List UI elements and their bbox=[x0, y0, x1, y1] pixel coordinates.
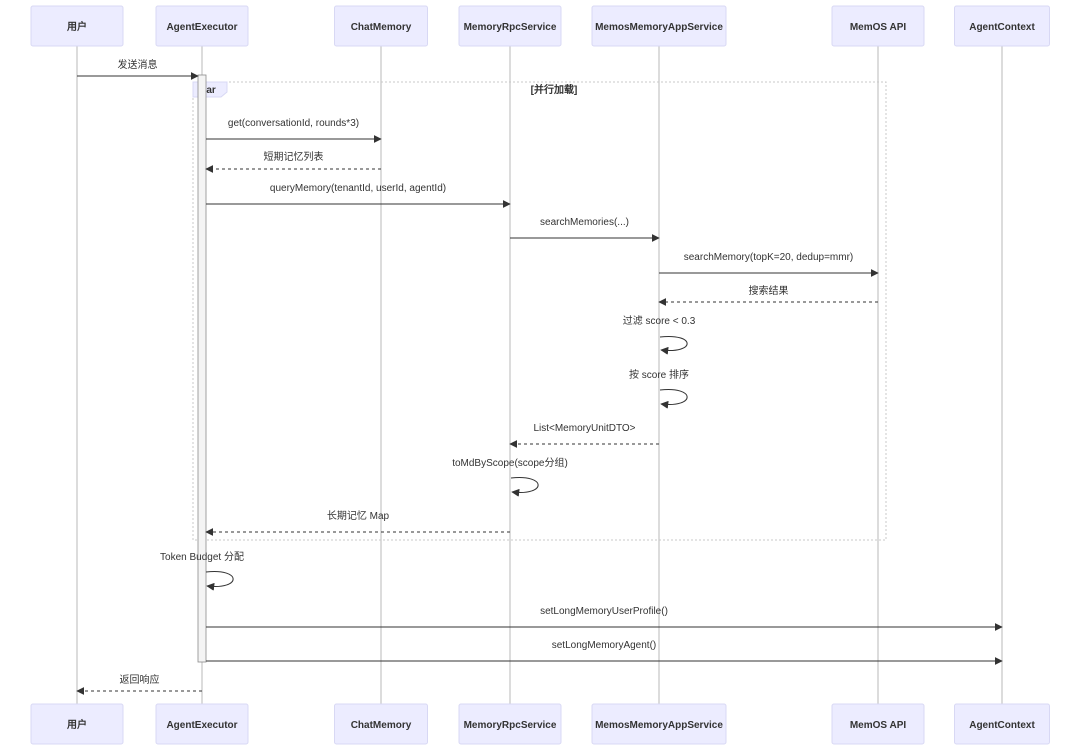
self-message-arrow bbox=[205, 571, 234, 591]
participant-label: ChatMemory bbox=[351, 720, 412, 731]
message: 短期记忆列表 bbox=[205, 150, 381, 173]
message: 返回响应 bbox=[76, 673, 202, 695]
participant-box bbox=[954, 703, 1050, 745]
participant-label: MemOS API bbox=[850, 22, 907, 33]
participant-label: AgentContext bbox=[969, 22, 1035, 33]
message: 发送消息 bbox=[77, 58, 199, 80]
participant-box-bottom: MemoryRpcService bbox=[458, 703, 562, 745]
participant-box bbox=[155, 703, 249, 745]
participant-box bbox=[591, 5, 727, 47]
par-keyword: par bbox=[200, 85, 216, 96]
participant-label: 用户 bbox=[66, 718, 87, 731]
participant-box bbox=[30, 5, 124, 47]
participant-box-bottom: MemOS API bbox=[831, 703, 925, 745]
message: setLongMemoryUserProfile() bbox=[206, 606, 1003, 631]
message-label: searchMemory(topK=20, dedup=mmr) bbox=[684, 252, 854, 263]
par-block: par [并行加载] bbox=[192, 81, 887, 541]
message: searchMemory(topK=20, dedup=mmr) bbox=[659, 252, 879, 277]
par-condition: [并行加载] bbox=[531, 83, 578, 96]
message-label: 按 score 排序 bbox=[629, 368, 689, 381]
message-label: 长期记忆 Map bbox=[327, 509, 390, 522]
self-message-arrow bbox=[659, 389, 688, 409]
messages: 发送消息 get(conversationId, rounds*3) 短期记忆列表 q… bbox=[76, 58, 1003, 695]
participant-box-top: MemoryRpcService bbox=[458, 5, 562, 47]
activation-bar bbox=[197, 74, 207, 663]
participant-label: AgentExecutor bbox=[166, 22, 237, 33]
par-frame bbox=[192, 81, 887, 541]
message: setLongMemoryAgent() bbox=[206, 640, 1003, 665]
participant-box-top: MemosMemoryAppService bbox=[591, 5, 727, 47]
message: 搜索结果 bbox=[658, 284, 878, 306]
message: 过滤 score < 0.3 bbox=[623, 314, 696, 355]
message-label: queryMemory(tenantId, userId, agentId) bbox=[270, 183, 446, 194]
message-label: setLongMemoryAgent() bbox=[552, 640, 657, 651]
participant-box-top: MemOS API bbox=[831, 5, 925, 47]
message: List<MemoryUnitDTO> bbox=[509, 423, 659, 448]
message-label: 搜索结果 bbox=[749, 284, 789, 297]
participant-box-top: AgentExecutor bbox=[155, 5, 249, 47]
message-label: 短期记忆列表 bbox=[264, 150, 324, 163]
activations bbox=[197, 74, 207, 663]
participant-box-bottom: 用户 bbox=[30, 703, 124, 745]
participant-label: MemoryRpcService bbox=[464, 720, 557, 731]
participant-label: MemoryRpcService bbox=[464, 22, 557, 33]
participant-box-top: ChatMemory bbox=[334, 5, 428, 47]
message: get(conversationId, rounds*3) bbox=[206, 118, 382, 143]
participant-label: ChatMemory bbox=[351, 22, 412, 33]
participant-box bbox=[334, 5, 428, 47]
participant-box bbox=[30, 703, 124, 745]
participant-box-bottom: MemosMemoryAppService bbox=[591, 703, 727, 745]
participant-label: MemOS API bbox=[850, 720, 907, 731]
participant-box bbox=[954, 5, 1050, 47]
participant-label: AgentExecutor bbox=[166, 720, 237, 731]
participant-label: 用户 bbox=[66, 20, 87, 33]
participant-box bbox=[831, 703, 925, 745]
participants: 用户用户AgentExecutorAgentExecutorChatMemory… bbox=[30, 5, 1050, 745]
message-label: searchMemories(...) bbox=[540, 217, 629, 228]
message-label: setLongMemoryUserProfile() bbox=[540, 606, 668, 617]
participant-box bbox=[831, 5, 925, 47]
participant-label: MemosMemoryAppService bbox=[595, 22, 723, 33]
message-label: 过滤 score < 0.3 bbox=[623, 314, 696, 327]
participant-label: MemosMemoryAppService bbox=[595, 720, 723, 731]
message: searchMemories(...) bbox=[510, 217, 660, 242]
participant-box bbox=[458, 703, 562, 745]
message-label: 发送消息 bbox=[118, 58, 158, 71]
message-label: get(conversationId, rounds*3) bbox=[228, 118, 359, 129]
message: queryMemory(tenantId, userId, agentId) bbox=[206, 183, 511, 208]
message-label: List<MemoryUnitDTO> bbox=[533, 423, 635, 434]
participant-box-bottom: AgentExecutor bbox=[155, 703, 249, 745]
participant-box-bottom: ChatMemory bbox=[334, 703, 428, 745]
participant-label: AgentContext bbox=[969, 720, 1035, 731]
participant-box-top: 用户 bbox=[30, 5, 124, 47]
participant-box bbox=[591, 703, 727, 745]
message-label: toMdByScope(scope分组) bbox=[452, 456, 568, 469]
message: 长期记忆 Map bbox=[205, 509, 510, 536]
self-message-arrow bbox=[510, 477, 539, 497]
participant-box bbox=[155, 5, 249, 47]
participant-box-top: AgentContext bbox=[954, 5, 1050, 47]
message: 按 score 排序 bbox=[629, 368, 689, 409]
message-label: 返回响应 bbox=[120, 673, 160, 686]
self-message-arrow bbox=[659, 336, 688, 355]
participant-box bbox=[458, 5, 562, 47]
message: Token Budget 分配 bbox=[160, 551, 244, 591]
participant-box-bottom: AgentContext bbox=[954, 703, 1050, 745]
message: toMdByScope(scope分组) bbox=[452, 456, 568, 497]
message-label: Token Budget 分配 bbox=[160, 551, 244, 563]
participant-box bbox=[334, 703, 428, 745]
